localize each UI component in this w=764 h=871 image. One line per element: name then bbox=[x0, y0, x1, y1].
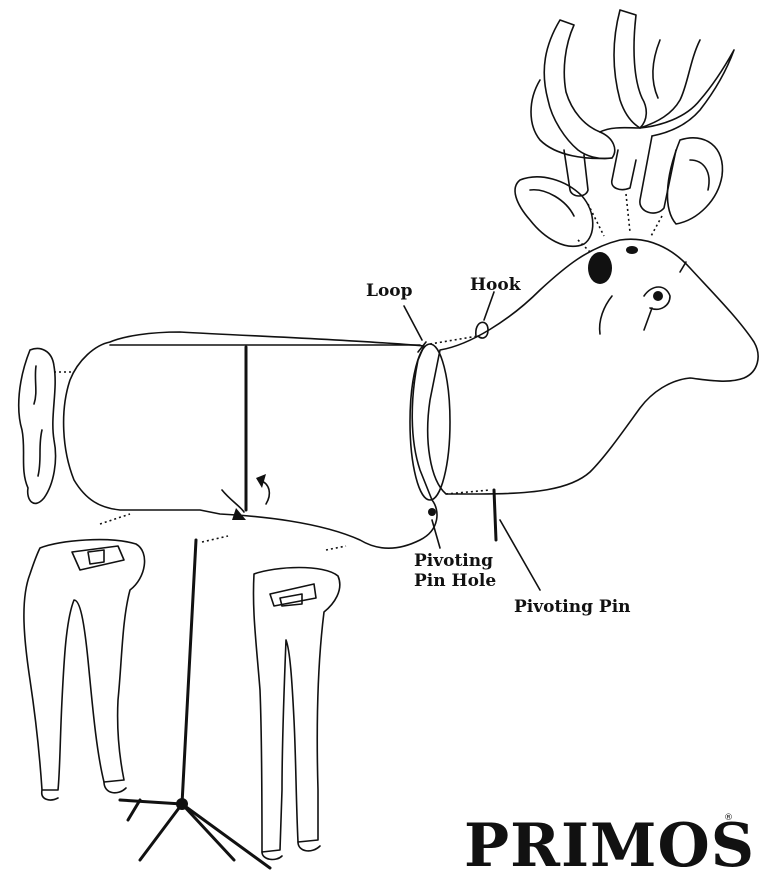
label-loop: Loop bbox=[366, 281, 413, 301]
label-pivoting-pin: Pivoting Pin bbox=[514, 597, 631, 617]
hook-callout-line bbox=[484, 292, 494, 320]
pivoting-pin-callout-line bbox=[500, 520, 540, 590]
leg-pair-rear bbox=[24, 514, 145, 800]
label-pivoting-pin-hole-line1: Pivoting bbox=[414, 551, 493, 571]
hook bbox=[476, 322, 488, 338]
leg-pair-front bbox=[202, 536, 346, 859]
brand-logo: PRIMOS bbox=[464, 811, 755, 871]
label-hook: Hook bbox=[470, 275, 522, 295]
loop-callout-line bbox=[404, 306, 422, 340]
ears bbox=[515, 138, 722, 247]
pivoting-pin bbox=[494, 490, 496, 540]
brand-registered-mark: ® bbox=[724, 813, 733, 823]
ground-stake bbox=[120, 540, 270, 868]
torso bbox=[64, 332, 490, 548]
label-pivoting-pin-hole-line2: Pin Hole bbox=[414, 571, 496, 591]
